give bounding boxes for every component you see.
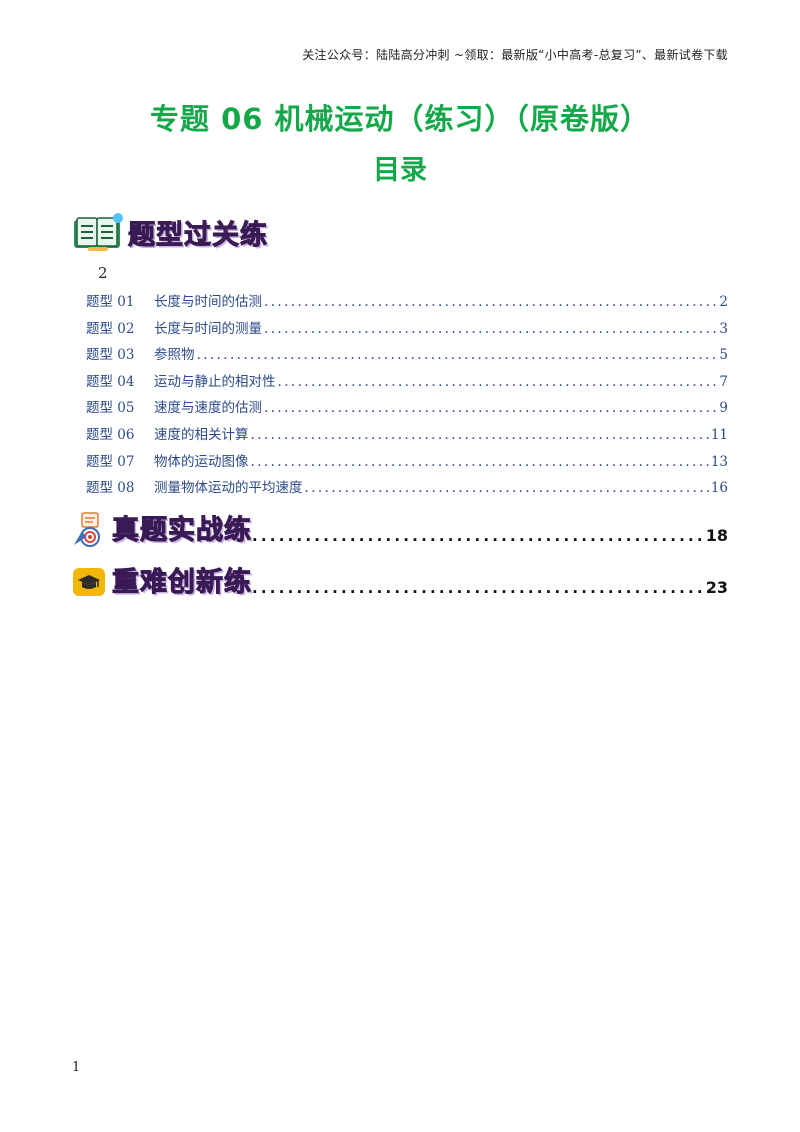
toc-leader-dots	[252, 579, 706, 597]
toc-item-page: 11	[710, 426, 728, 443]
footer-page-number: 1	[72, 1060, 81, 1075]
graduation-cap-icon	[72, 565, 108, 599]
toc-item-text: 长度与时间的估测	[154, 294, 262, 310]
document-title: 专题 06 机械运动（练习）（原卷版）	[149, 102, 651, 136]
toc-leader-dots	[251, 454, 709, 470]
toc-item[interactable]: 题型 02 长度与时间的测量 3	[86, 317, 728, 344]
target-icon	[72, 511, 108, 547]
book-icon	[72, 212, 124, 252]
toc-title: 目录	[373, 155, 427, 186]
section-innovation-row[interactable]: 重难创新练 23	[72, 560, 728, 599]
toc-item-page: 16	[710, 480, 728, 497]
toc-item-code: 题型 01	[86, 294, 135, 310]
toc-item-code: 题型 08	[86, 480, 135, 497]
section-practice-heading: 题型过关练	[72, 212, 268, 252]
toc-leader-dots	[278, 374, 718, 390]
toc-list: 题型 01 长度与时间的估测 2 题型 02 长度与时间的测量 3 题型 03 …	[86, 290, 728, 503]
toc-leader-dots	[264, 294, 717, 310]
toc-item[interactable]: 题型 07 物体的运动图像 13	[86, 450, 728, 477]
toc-leader-dots	[264, 400, 717, 416]
toc-item-text: 长度与时间的测量	[154, 320, 262, 337]
toc-item-code: 题型 02	[86, 320, 135, 337]
toc-item-text: 参照物	[154, 347, 195, 364]
toc-item-text: 测量物体运动的平均速度	[154, 480, 303, 497]
toc-item-page: 2	[719, 294, 728, 310]
toc-item-page: 9	[719, 400, 728, 417]
toc-item-page: 13	[710, 453, 728, 470]
toc-item-code: 题型 07	[86, 453, 135, 470]
section-practice-label: 题型过关练	[128, 219, 268, 251]
toc-leader-dots	[197, 347, 718, 363]
toc-item[interactable]: 题型 04 运动与静止的相对性 7	[86, 370, 728, 397]
header-note: 关注公众号：陆陆高分冲刺 ~领取：最新版“小中高考-总复习”、最新试卷下载	[302, 48, 728, 62]
toc-item[interactable]: 题型 08 测量物体运动的平均速度 16	[86, 476, 728, 503]
toc-item-page: 5	[719, 347, 728, 364]
section-innovation-page: 23	[705, 578, 728, 597]
toc-item-page: 7	[719, 373, 728, 390]
toc-leader-dots	[251, 427, 709, 443]
toc-item-code: 题型 04	[86, 373, 135, 390]
toc-item-text: 物体的运动图像	[154, 453, 249, 470]
toc-item-text: 运动与静止的相对性	[154, 373, 276, 390]
toc-item[interactable]: 题型 05 速度与速度的估测 9	[86, 396, 728, 423]
section-innovation-label: 重难创新练	[112, 567, 252, 599]
toc-item-code: 题型 06	[86, 426, 135, 443]
toc-item-text: 速度与速度的估测	[154, 400, 262, 417]
toc-item[interactable]: 题型 03 参照物 5	[86, 343, 728, 370]
toc-item-code: 题型 05	[86, 400, 135, 417]
toc-item-code: 题型 03	[86, 347, 135, 364]
toc-item-text: 速度的相关计算	[154, 426, 249, 443]
toc-item[interactable]: 题型 06 速度的相关计算 11	[86, 423, 728, 450]
section-real-exam-row[interactable]: 真题实战练 18	[72, 508, 728, 547]
toc-leader-dots	[252, 527, 706, 545]
section-real-exam-label: 真题实战练	[112, 515, 252, 547]
section-practice-page: 2	[98, 264, 108, 282]
section-real-exam-page: 18	[705, 526, 728, 545]
toc-item[interactable]: 题型 01 长度与时间的估测 2	[86, 290, 728, 317]
toc-leader-dots	[264, 321, 717, 337]
toc-item-page: 3	[719, 320, 728, 337]
toc-leader-dots	[305, 480, 709, 496]
